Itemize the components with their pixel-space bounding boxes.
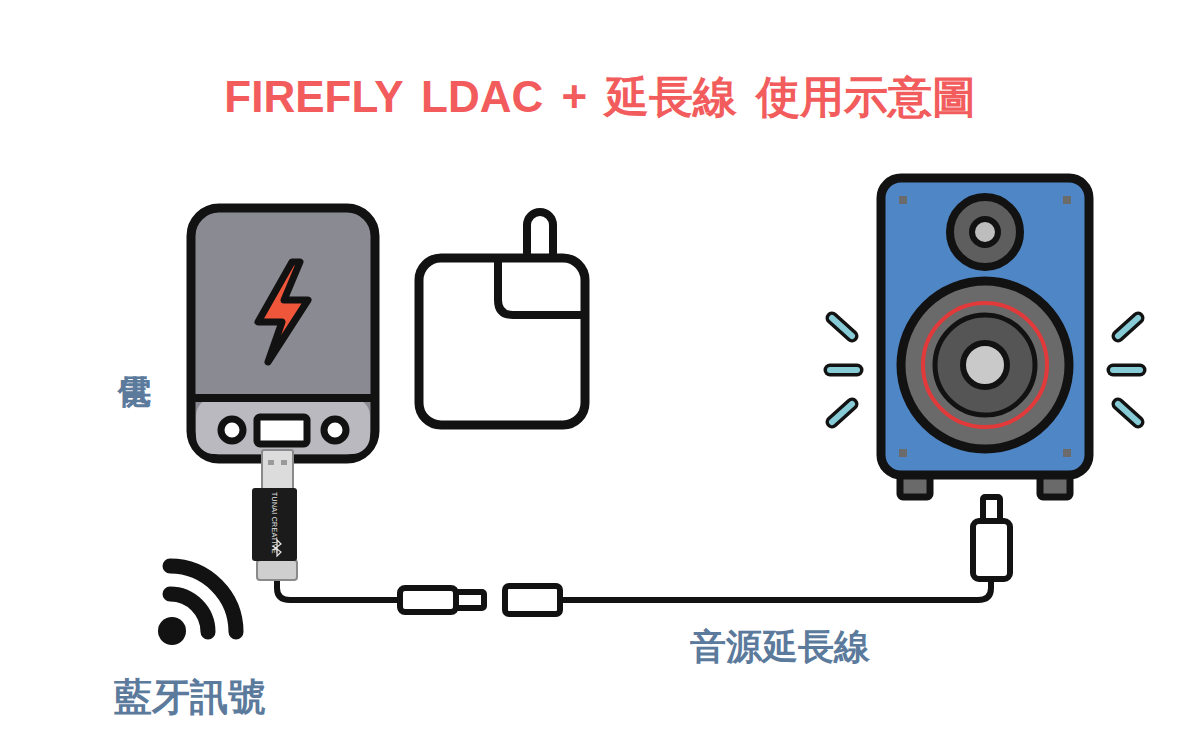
- power-bank-panel: [196, 398, 370, 454]
- male-connector: [400, 588, 456, 612]
- signal-arc: [170, 566, 236, 632]
- usb-plug-hole: [281, 460, 287, 465]
- signal-icon: [158, 566, 236, 645]
- sound-line: [1113, 364, 1140, 377]
- power-bank-divider: [194, 394, 372, 402]
- charger-fold-line: [498, 262, 582, 315]
- usb-port: [257, 417, 307, 444]
- sound-line: [832, 404, 852, 422]
- wall-charger: [419, 212, 585, 425]
- power-bank-button: [221, 419, 243, 441]
- signal-dot: [158, 617, 186, 645]
- sound-line: [1118, 404, 1138, 422]
- sound-line: [832, 318, 852, 336]
- audio-cable: [277, 578, 400, 600]
- speaker-screw: [899, 449, 907, 457]
- speaker-screw: [899, 196, 907, 204]
- sound-wave-outline: [830, 318, 1140, 422]
- lightning-bolt: [258, 262, 308, 362]
- connector-pin: [456, 592, 484, 608]
- sound-line: [1118, 318, 1138, 336]
- sound-wave-fill: [830, 318, 1140, 422]
- sound-line: [830, 364, 857, 377]
- tweeter: [950, 197, 1020, 267]
- sound-line: [1118, 404, 1138, 422]
- signal-label: 藍牙訊號: [114, 676, 266, 720]
- charger-body: [419, 258, 585, 425]
- diagram-title: FIREFLY LDAC + 延長線 使用示意圖: [0, 68, 1200, 127]
- power-bank: [191, 208, 375, 459]
- female-connector: [505, 586, 560, 614]
- speaker-screw: [1063, 196, 1071, 204]
- sound-line: [1118, 318, 1138, 336]
- speaker: [881, 178, 1089, 497]
- audio-cable: [560, 578, 991, 600]
- sound-line: [832, 318, 852, 336]
- usb-plug-hole: [268, 460, 274, 465]
- woofer-cap: [963, 343, 1007, 387]
- woofer: [901, 281, 1069, 449]
- speaker-plug: [973, 521, 1010, 579]
- bluetooth-dongle: TUNAI CREATIVE: [252, 488, 297, 561]
- woofer-cone: [935, 315, 1035, 415]
- speaker-cabinet: [881, 178, 1089, 475]
- dongle-jack: [257, 560, 297, 580]
- brand-text: TUNAI CREATIVE: [271, 492, 278, 554]
- speaker-screw: [1063, 449, 1071, 457]
- woofer-ring: [923, 303, 1047, 427]
- usb-plug: [262, 450, 293, 490]
- sound-line: [832, 404, 852, 422]
- sound-waves: [830, 318, 1140, 422]
- power-bank-body: [191, 208, 375, 459]
- sound-line: [1113, 367, 1140, 373]
- cable-label: 音源延長線: [690, 626, 870, 667]
- power-bank-button: [324, 419, 346, 441]
- sound-line: [830, 367, 857, 373]
- bluetooth-mark: [273, 540, 281, 556]
- tweeter-dome: [972, 219, 998, 245]
- signal-arc: [170, 594, 208, 632]
- speaker-plug-pin: [983, 497, 1000, 521]
